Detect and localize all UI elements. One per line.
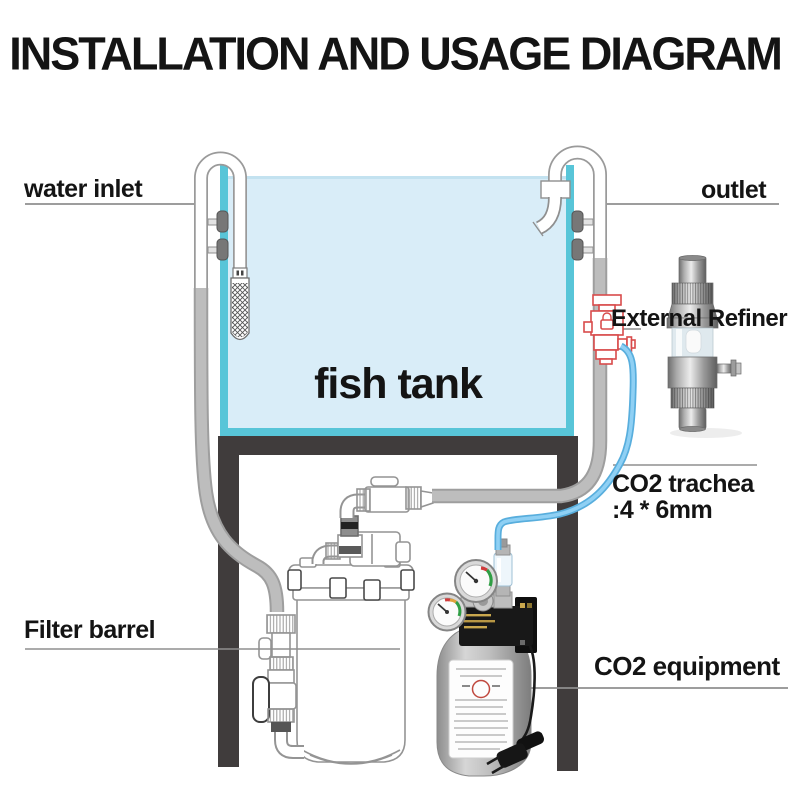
solenoid-valve [459,597,537,653]
co2-equipment-graphic [427,538,545,777]
suction-cup [571,210,594,261]
label-seal [471,679,491,699]
co2-tube [494,342,637,550]
label-external-refiner: External Refiner [611,305,788,332]
outlet-union [540,180,571,199]
refiner-top-barb [678,256,707,285]
outlet-pipe [532,145,607,262]
co2-trachea-line2: :4 * 6mm [612,496,713,524]
label-co2-equipment: CO2 equipment [594,651,780,681]
refiner-side-port [716,359,742,377]
label-co2-trachea: CO2 trachea :4 * 6mm [612,471,797,523]
label-outlet: outlet [701,176,767,204]
refiner-bottom-barb [678,407,707,430]
pressure-gauge-low [427,592,467,632]
power-plug [486,731,545,775]
refiner-glass [671,327,714,358]
canister-body [296,597,406,763]
lid-clamp [400,569,415,591]
fish-tank-graphic [220,165,574,436]
quick-connector-valve [356,476,434,513]
pressure-gauge-high [454,559,498,603]
lock-icon [602,312,612,320]
page-title: INSTALLATION AND USAGE DIAGRAM [9,26,783,81]
inlet-strainer [230,267,250,341]
inlet-pipe [194,151,250,341]
outlet-hose [432,258,608,504]
label-fish-tank: fish tank [314,360,483,408]
label-filter-barrel: Filter barrel [24,616,156,644]
canister-lid [288,564,414,589]
inlet-valve-stack [252,614,304,759]
co2-trachea-line1: CO2 trachea [612,470,754,498]
filter-canister [252,476,434,765]
label-water-inlet: water inlet [24,175,143,203]
suction-cup [207,210,229,261]
lid-clamp [363,579,381,601]
lid-clamp [329,577,347,599]
cylinder-label [448,659,514,759]
refiner-photo [666,255,742,438]
power-cord [486,645,545,775]
leader-lines [25,203,788,689]
bubble-counter [493,538,513,597]
lid-clamp [287,569,302,591]
inlet-hose [193,287,285,613]
shutoff-lever [252,676,270,723]
